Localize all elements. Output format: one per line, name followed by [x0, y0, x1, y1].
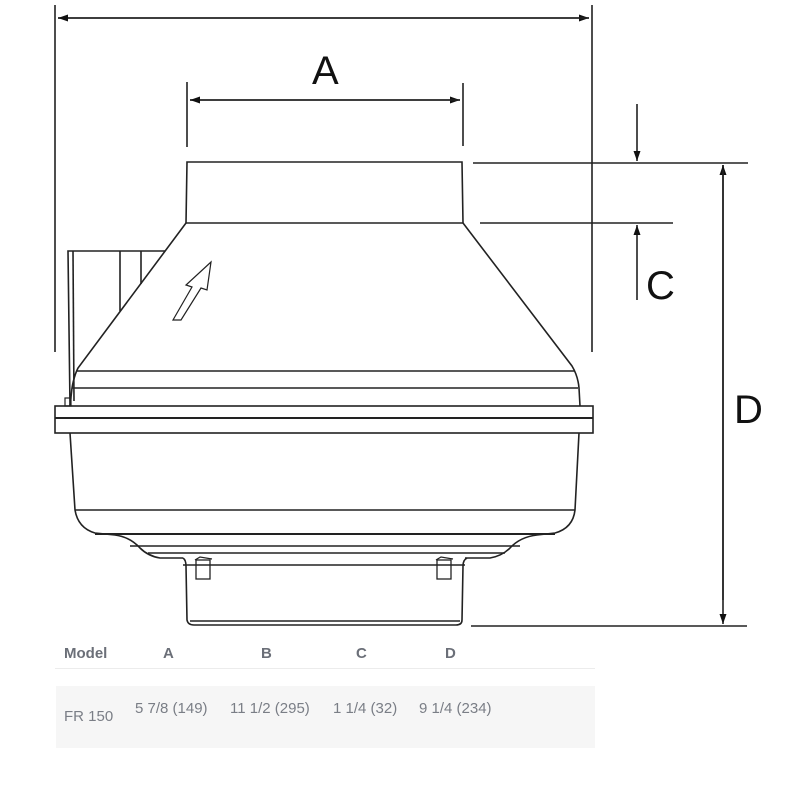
electrical-box	[64, 250, 165, 407]
header-d: D	[445, 645, 456, 662]
table-header: Model A B C D	[55, 636, 595, 669]
top-duct-collar	[185, 161, 464, 224]
dimension-spec-table: Model A B C D FR 150 5 7/8 (149) 11 1/2 …	[55, 636, 595, 748]
dimension-d	[471, 165, 747, 627]
fan-dimension-drawing: A C D	[54, 5, 763, 627]
dimension-label-a: A	[312, 49, 339, 93]
table-row: FR 150 5 7/8 (149) 11 1/2 (295) 1 1/4 (3…	[56, 686, 595, 748]
bottom-duct-collar	[182, 557, 468, 626]
cell-model: FR 150	[64, 708, 114, 725]
dimension-a	[186, 82, 464, 147]
cell-d: 9 1/4 (234)	[419, 700, 492, 717]
header-b: B	[261, 645, 272, 662]
header-c: C	[356, 645, 367, 662]
dimension-c	[473, 104, 748, 300]
dimension-b	[54, 5, 593, 352]
header-a: A	[163, 645, 174, 662]
fan-body	[54, 161, 594, 626]
header-model: Model	[64, 645, 108, 662]
collar-clip-right	[435, 556, 454, 580]
mounting-flange	[54, 405, 594, 434]
cell-c: 1 1/4 (32)	[333, 700, 398, 717]
cell-a: 5 7/8 (149)	[135, 700, 208, 717]
collar-clip-left	[194, 556, 213, 580]
cell-b: 11 1/2 (295)	[230, 700, 310, 717]
dimension-label-c: C	[646, 264, 675, 308]
dimension-label-d: D	[734, 388, 763, 432]
airflow-arrow-icon	[171, 260, 212, 321]
